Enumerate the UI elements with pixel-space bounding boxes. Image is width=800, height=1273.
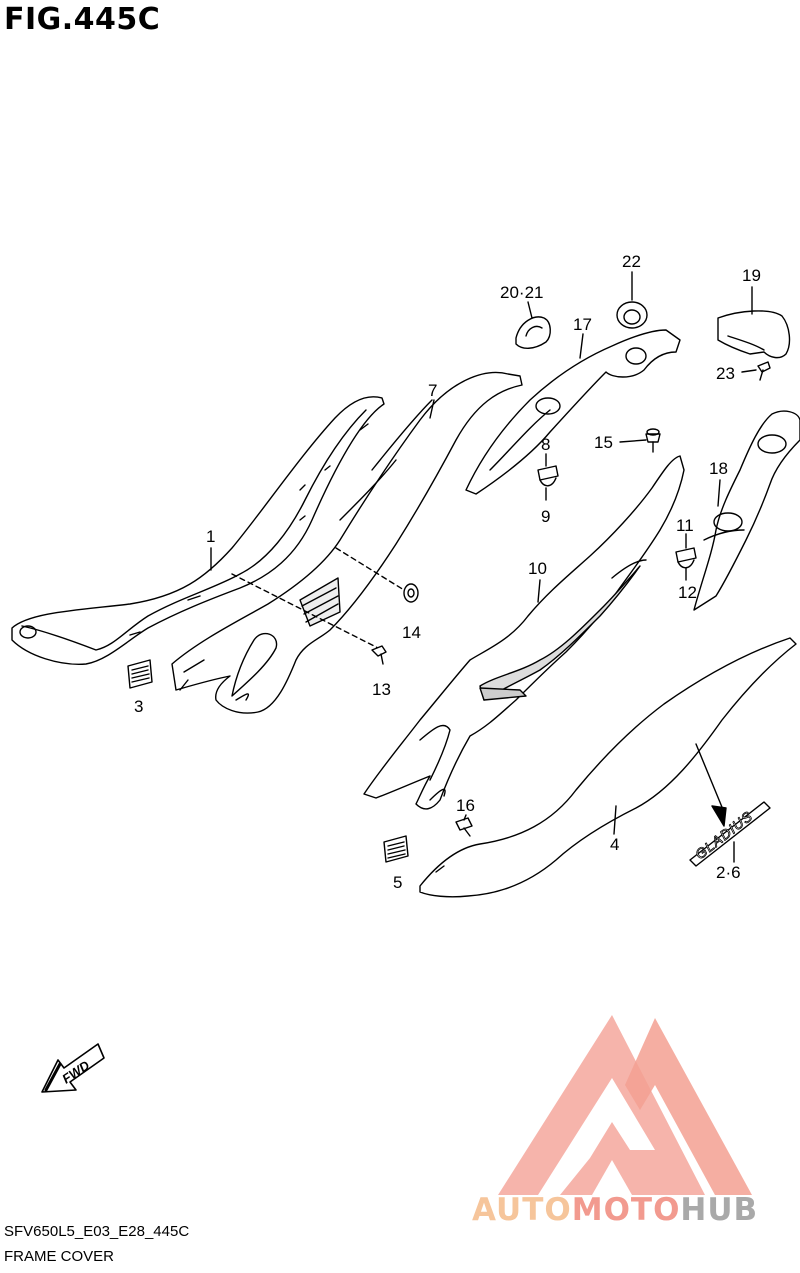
callout-13: 13 bbox=[372, 680, 391, 699]
leader-line-14 bbox=[335, 547, 405, 591]
part-5-grille bbox=[383, 835, 409, 863]
callout-22: 22 bbox=[622, 252, 641, 271]
part-14-grommet bbox=[403, 583, 419, 603]
watermark-logo bbox=[498, 1015, 752, 1195]
callout-9: 9 bbox=[541, 507, 551, 526]
callout-20-21: 20·21 bbox=[500, 283, 544, 302]
callout-8: 8 bbox=[541, 435, 551, 454]
part-19-tail-piece bbox=[717, 310, 791, 359]
callout-5: 5 bbox=[393, 873, 403, 892]
part-13-screw bbox=[371, 645, 387, 665]
part-8-9-clip bbox=[537, 465, 559, 487]
part-4-side-panel bbox=[419, 637, 797, 898]
part-15-push-rivet bbox=[645, 428, 661, 453]
part-20-21-cap bbox=[515, 316, 551, 349]
fwd-arrow-icon: FWD bbox=[41, 1043, 105, 1093]
leader-line-16 bbox=[463, 814, 467, 821]
part-17-upper-bracket bbox=[465, 329, 681, 495]
leader-line-17 bbox=[579, 333, 584, 359]
watermark-part-auto: AUTO bbox=[472, 1192, 572, 1228]
part-3-grille bbox=[127, 659, 153, 689]
part-18-rear-bracket bbox=[693, 410, 800, 611]
callout-12: 12 bbox=[678, 583, 697, 602]
section-name: FRAME COVER bbox=[4, 1248, 115, 1265]
part-16-screw bbox=[455, 817, 473, 837]
callout-19: 19 bbox=[742, 266, 761, 285]
callout-10: 10 bbox=[528, 559, 547, 578]
callout-16: 16 bbox=[456, 796, 475, 815]
model-code: SFV650L5_E03_E28_445C bbox=[4, 1223, 190, 1240]
leader-line-7 bbox=[429, 399, 435, 419]
leader-line-20-21 bbox=[527, 301, 533, 319]
watermark-text: AUTOMOTOHUB bbox=[472, 1192, 758, 1228]
callout-23: 23 bbox=[716, 364, 735, 383]
callout-17: 17 bbox=[573, 315, 592, 334]
part-10-right-frame-cover bbox=[363, 455, 685, 810]
watermark-part-hub: HUB bbox=[680, 1192, 759, 1228]
part-23-screw bbox=[757, 361, 771, 381]
part-2-6-gladius-emblem: GLADIUS bbox=[689, 801, 771, 867]
callout-4: 4 bbox=[610, 835, 620, 854]
watermark-part-moto: MOTO bbox=[571, 1192, 681, 1228]
callout-18: 18 bbox=[709, 459, 728, 478]
figure-title: FIG.445C bbox=[4, 2, 161, 37]
leader-line-15 bbox=[619, 439, 647, 443]
leader-line-7-dash bbox=[231, 573, 379, 649]
leader-line-4 bbox=[613, 805, 617, 835]
callout-1: 1 bbox=[206, 527, 216, 546]
callout-3: 3 bbox=[134, 697, 144, 716]
leader-line-10 bbox=[537, 579, 541, 603]
part-22-rubber-ring bbox=[616, 301, 648, 329]
leader-line-23 bbox=[741, 369, 757, 373]
leader-line-18 bbox=[717, 479, 721, 507]
callout-7: 7 bbox=[428, 381, 438, 400]
callout-15: 15 bbox=[594, 433, 613, 452]
part-7-main-frame-cover bbox=[171, 371, 523, 714]
callout-11: 11 bbox=[676, 516, 694, 535]
part-11-12-clip bbox=[675, 547, 697, 569]
callout-14: 14 bbox=[402, 623, 421, 642]
callout-2-6: 2·6 bbox=[716, 863, 741, 882]
part-1-left-frame-cover bbox=[11, 396, 385, 665]
